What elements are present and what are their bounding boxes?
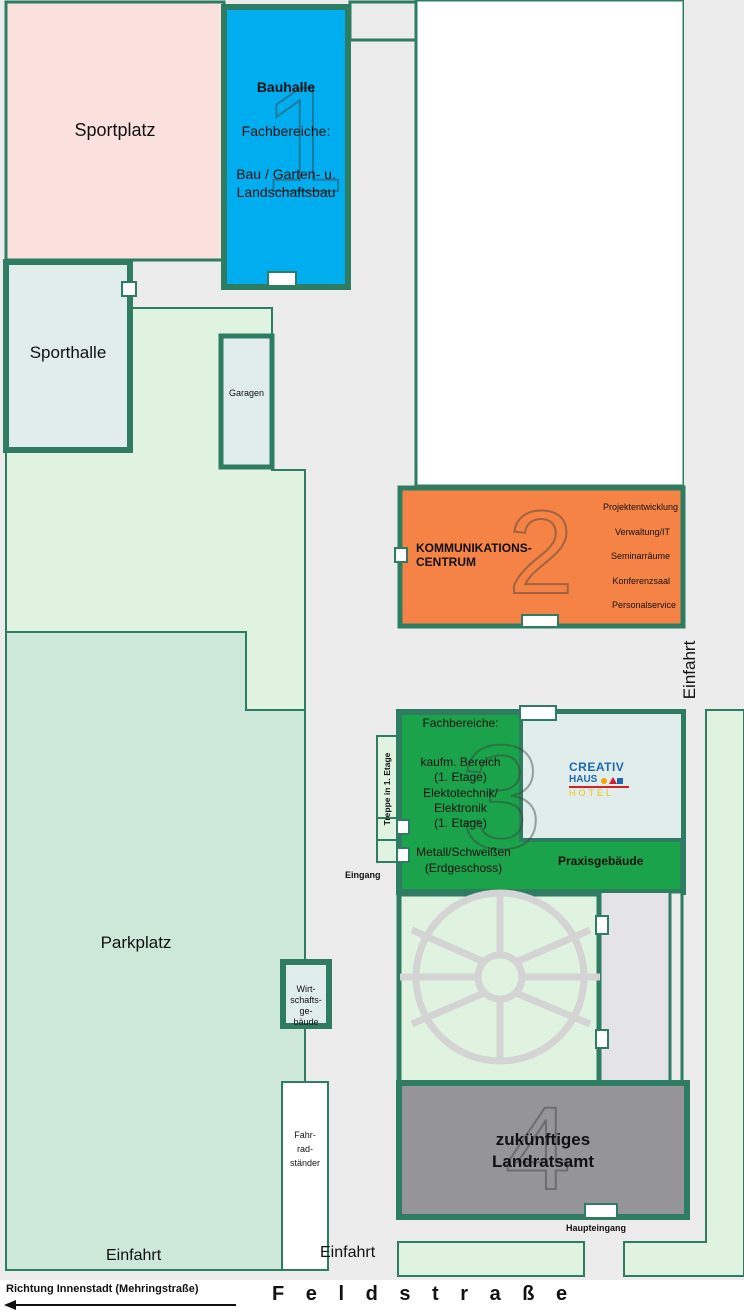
wirtschaft-line-2: ge- bbox=[299, 1006, 313, 1016]
gebaeude3-line-4: Elektronik bbox=[434, 801, 487, 815]
einfahrt-right-label: Einfahrt bbox=[680, 640, 699, 700]
gebaeude3-line-0: Fachbereiche: bbox=[422, 716, 499, 730]
kommunikation-title-2: CENTRUM bbox=[416, 555, 476, 569]
einfahrt-bottom-mid-label: Einfahrt bbox=[320, 1244, 376, 1261]
kommunikation-item-4: Personalservice bbox=[611, 600, 676, 610]
gebaeude3-line-5: (1. Etage) bbox=[434, 816, 487, 830]
fahrrad-line-1: rad- bbox=[296, 1144, 313, 1154]
gebaeude3-line-6: Metall/Schweißen bbox=[416, 845, 511, 859]
creativ-logo-line2: HAUS bbox=[569, 774, 598, 785]
kommunikation-number: 2 bbox=[507, 487, 575, 619]
eingang-label: Eingang bbox=[345, 870, 381, 880]
feldstrasse-label: F e l d s t r a ß e bbox=[272, 1283, 576, 1305]
open-area-upper-right bbox=[414, 0, 686, 488]
parkplatz-area bbox=[5, 631, 306, 1271]
sporthalle-building bbox=[3, 259, 133, 453]
fahrrad-line-0: Fahr- bbox=[294, 1130, 316, 1140]
logo-dot-icon bbox=[601, 778, 607, 784]
landratsamt-building bbox=[396, 1080, 690, 1220]
garagen-building bbox=[218, 333, 275, 470]
creativ-logo-line1: CREATIV bbox=[569, 760, 625, 774]
logo-underline bbox=[569, 786, 629, 788]
creativ-logo-line3: HOTEL bbox=[569, 788, 615, 798]
fahrradstaender-area bbox=[281, 1081, 329, 1271]
logo-triangle-icon bbox=[609, 777, 617, 784]
haupteingang-label: Haupteingang bbox=[566, 1223, 626, 1233]
landratsamt-line1: zukünftiges bbox=[495, 1130, 591, 1149]
kommunikation-item-0: Projektentwicklung bbox=[602, 502, 678, 512]
bauhalle-line1: Fachbereiche: bbox=[241, 123, 331, 139]
treppe-label: Treppe in 1. Etage bbox=[382, 752, 392, 826]
einfahrt-bottom-left-label: Einfahrt bbox=[106, 1247, 162, 1264]
wirtschaft-line-0: Wirt- bbox=[296, 984, 316, 994]
kommunikation-title-1: KOMMUNIKATIONS- bbox=[416, 541, 532, 555]
fahrrad-line-2: ständer bbox=[289, 1158, 321, 1168]
parkplatz-label: Parkplatz bbox=[100, 933, 172, 952]
gebaeude3-line-2: (1. Etage) bbox=[434, 770, 487, 784]
green-strip-right bbox=[623, 709, 744, 1277]
garden-wheel bbox=[400, 889, 600, 1065]
kommunikation-item-1: Verwaltung/IT bbox=[614, 527, 670, 537]
bauhalle-number: 1 bbox=[261, 55, 346, 223]
wirtschaft-line-1: schafts- bbox=[290, 995, 322, 1005]
sportplatz-label: Sportplatz bbox=[74, 120, 156, 140]
garagen-label: Garagen bbox=[228, 388, 265, 398]
richtung-label: Richtung Innenstadt (Mehringstraße) bbox=[6, 1283, 199, 1295]
kommunikation-item-3: Konferenzsaal bbox=[612, 576, 670, 586]
sporthalle-label: Sporthalle bbox=[29, 343, 107, 362]
creativ-haus-logo: CREATIV HAUS HOTEL bbox=[566, 760, 662, 804]
gebaeude3-number: 3 bbox=[459, 715, 543, 880]
wirtschaftsgebaeude-building bbox=[280, 959, 332, 1029]
kommunikation-item-2: Seminarräume bbox=[610, 551, 670, 561]
landratsamt-number: 4 bbox=[504, 1083, 572, 1215]
grey-path bbox=[599, 891, 675, 1093]
logo-square-icon bbox=[617, 778, 623, 784]
gebaeude3-line-7: (Erdgeschoss) bbox=[424, 861, 503, 875]
bauhalle-building bbox=[221, 4, 351, 290]
gebaeude3-line-1: kaufm. Bereich bbox=[420, 755, 501, 769]
bauhalle-title: Bauhalle bbox=[256, 79, 316, 95]
green-bottom-mid bbox=[397, 1241, 585, 1277]
wirtschaft-line-3: bäude bbox=[293, 1017, 319, 1027]
landratsamt-line2: Landratsamt bbox=[491, 1152, 595, 1171]
bauhalle-line3: Landschaftsbau bbox=[236, 184, 336, 200]
gebaeude3-line-3: Elektotechnik/ bbox=[423, 786, 498, 800]
sportplatz-area bbox=[4, 0, 226, 262]
praxisgebaeude-label: Praxisgebäude bbox=[558, 854, 644, 868]
bauhalle-line2: Bau / Garten- u. bbox=[236, 166, 336, 182]
